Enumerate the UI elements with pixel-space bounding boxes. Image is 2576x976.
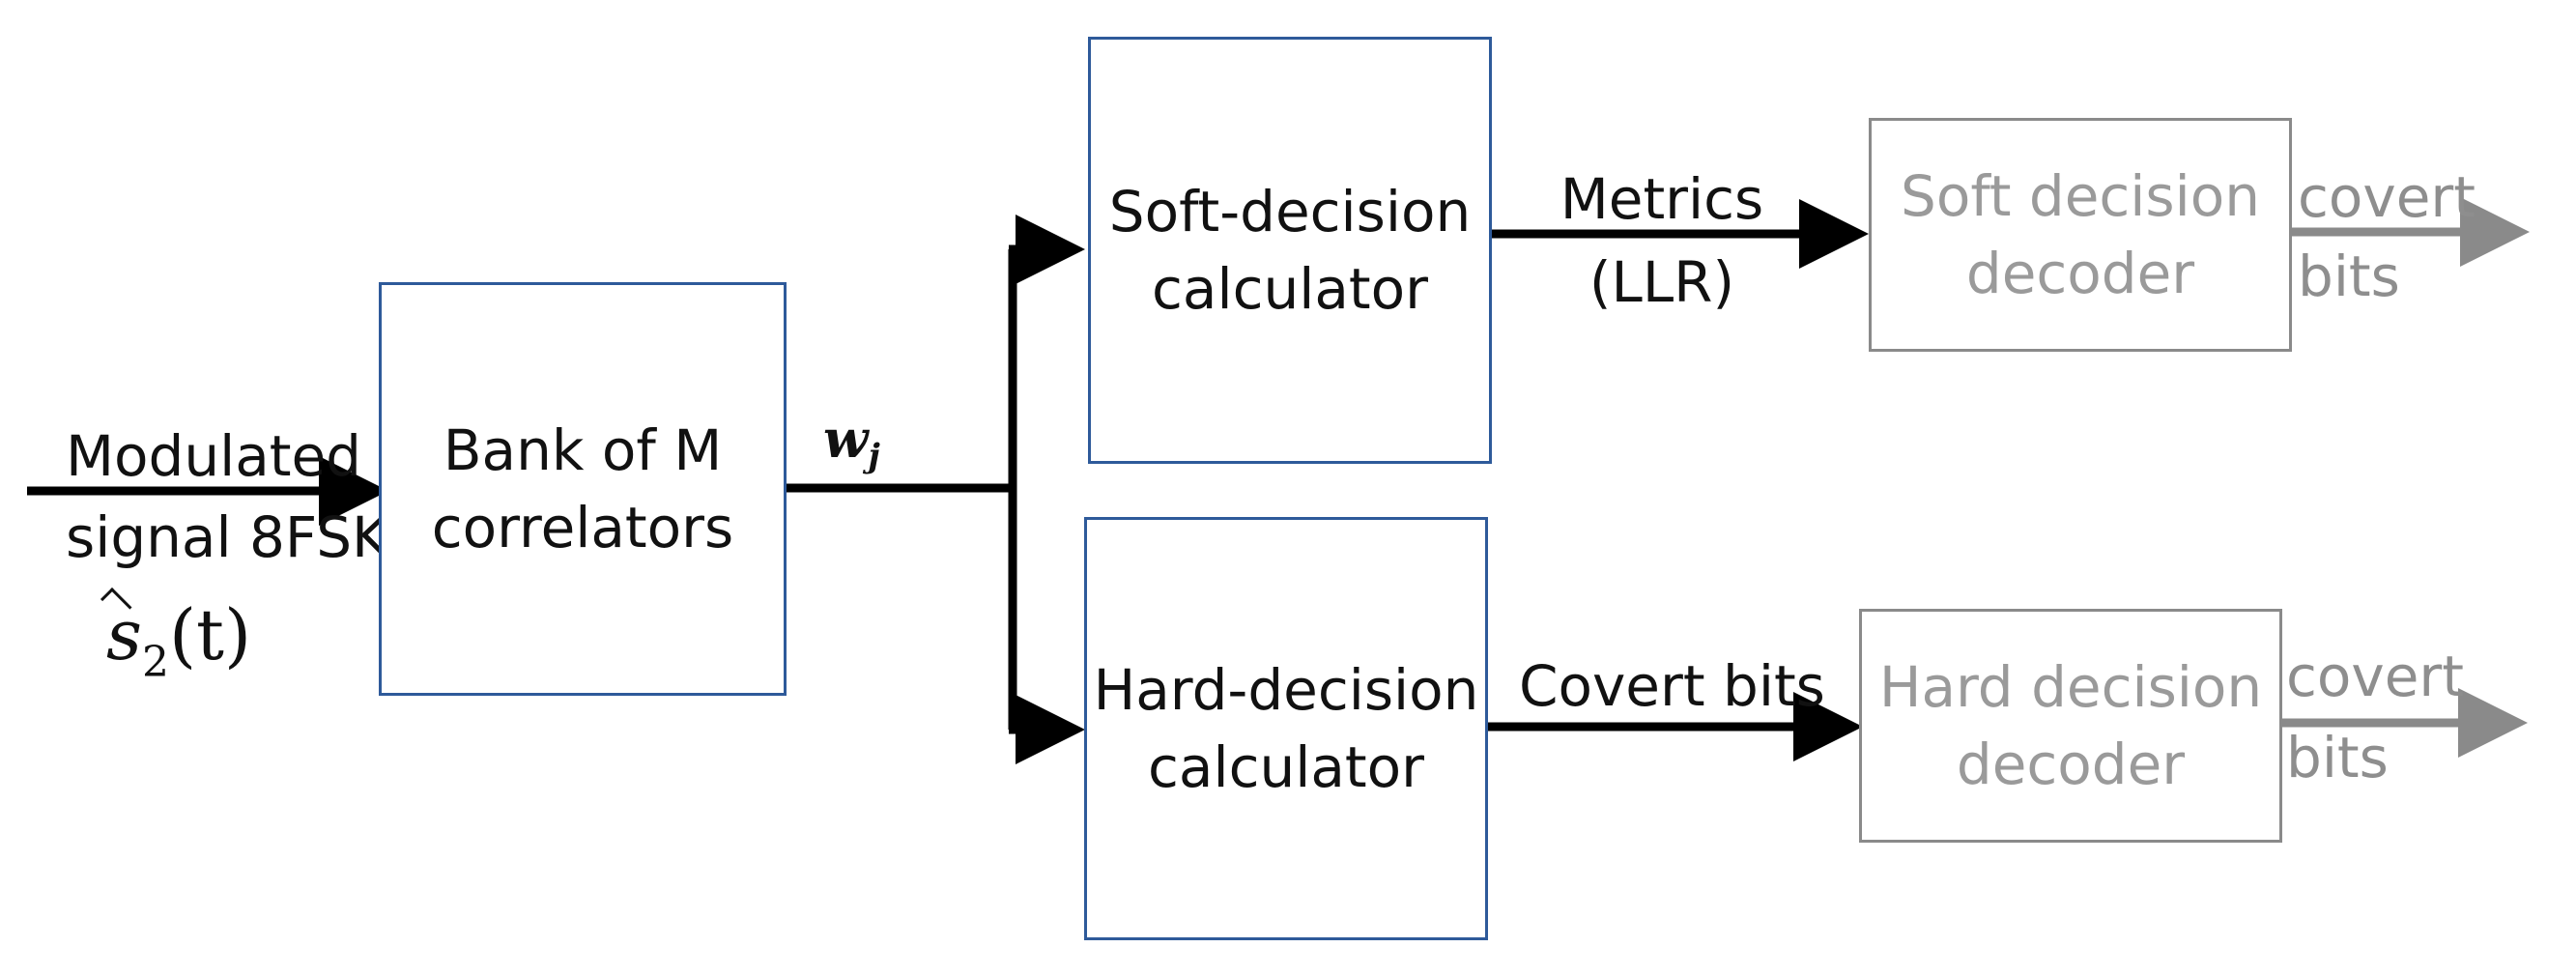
input-signal-math: s2(t) (106, 591, 251, 706)
hard-calc-line2: calculator (1148, 734, 1424, 800)
hard-output-line2: bits (2286, 725, 2389, 790)
soft-decision-calculator-block: Soft-decision calculator (1088, 37, 1492, 464)
metrics-line2: (LLR) (1589, 249, 1735, 315)
soft-calc-line2: calculator (1152, 256, 1428, 322)
metrics-label: Metrics (1546, 160, 1778, 238)
correlator-bank-line1: Bank of M (443, 417, 723, 483)
input-label: Modulated (66, 417, 361, 495)
input-label-2: signal 8FSK (66, 499, 388, 576)
hard-decision-decoder-block: Hard decision decoder (1859, 609, 2282, 843)
hard-decoder-line1: Hard decision (1878, 654, 2263, 720)
hard-calc-line1: Hard-decision (1093, 657, 1479, 723)
soft-output-label-2: bits (2298, 238, 2400, 315)
covert-bits-text: Covert bits (1519, 653, 1825, 719)
soft-output-line1: covert (2298, 164, 2476, 230)
wj-subscript: j (868, 437, 880, 475)
hard-output-label-1: covert (2286, 638, 2464, 715)
soft-decoder-line2: decoder (1965, 241, 2195, 306)
soft-decision-decoder-block: Soft decision decoder (1869, 118, 2292, 352)
correlator-bank-line2: correlators (431, 495, 734, 560)
hard-decision-calculator-block: Hard-decision calculator (1084, 517, 1488, 940)
metrics-line1: Metrics (1560, 166, 1764, 232)
hard-decoder-line2: decoder (1956, 732, 2186, 797)
input-label-line1: Modulated (66, 423, 362, 489)
hard-output-label-2: bits (2286, 719, 2389, 796)
soft-decoder-line1: Soft decision (1901, 163, 2260, 229)
llr-label: (LLR) (1546, 244, 1778, 321)
signal-subscript: 2 (141, 638, 169, 687)
covert-bits-label: Covert bits (1519, 647, 1825, 725)
wj-label: wj (823, 410, 880, 485)
soft-output-label-1: covert (2298, 158, 2476, 236)
wj-base: w (823, 408, 869, 470)
signal-argument: (t) (168, 594, 252, 675)
soft-output-line2: bits (2298, 244, 2400, 309)
hard-output-line1: covert (2286, 644, 2464, 709)
correlator-bank-block: Bank of M correlators (379, 282, 787, 696)
soft-calc-line1: Soft-decision (1108, 179, 1472, 244)
input-label-line2: signal 8FSK (66, 504, 389, 570)
signal-symbol: s (106, 591, 142, 678)
